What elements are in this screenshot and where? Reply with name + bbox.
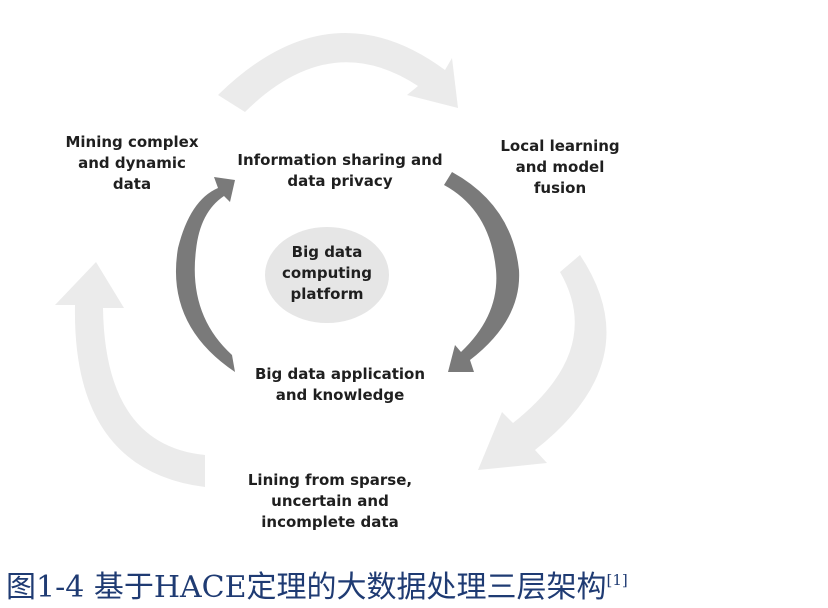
label-mining-complex-dynamic-data: Mining complex and dynamic data xyxy=(65,133,199,193)
outer-arrow-right xyxy=(478,255,607,470)
label-big-data-application-knowledge: Big data application and knowledge xyxy=(254,365,426,404)
outer-arrow-left xyxy=(55,262,205,487)
center-ellipse xyxy=(265,227,389,323)
diagram-arrows xyxy=(55,32,607,487)
inner-arrow-right xyxy=(444,172,520,372)
caption-reference[interactable]: [1] xyxy=(606,571,628,589)
outer-arrow-top xyxy=(218,32,458,113)
label-information-sharing-data-privacy: Information sharing and data privacy xyxy=(237,151,443,190)
caption-text: 图1-4 基于HACE定理的大数据处理三层架构 xyxy=(6,570,607,605)
hace-diagram: Mining complex and dynamic data Informat… xyxy=(55,32,620,531)
label-big-data-computing-platform: Big data computing platform xyxy=(282,243,372,303)
label-learning-sparse-uncertain-incomplete-data: Lining from sparse, uncertain and incomp… xyxy=(247,471,413,531)
figure-caption: 图1-4 基于HACE定理的大数据处理三层架构[1] xyxy=(6,560,628,608)
label-local-learning-model-fusion: Local learning and model fusion xyxy=(500,137,620,197)
inner-arrow-left xyxy=(175,177,235,372)
